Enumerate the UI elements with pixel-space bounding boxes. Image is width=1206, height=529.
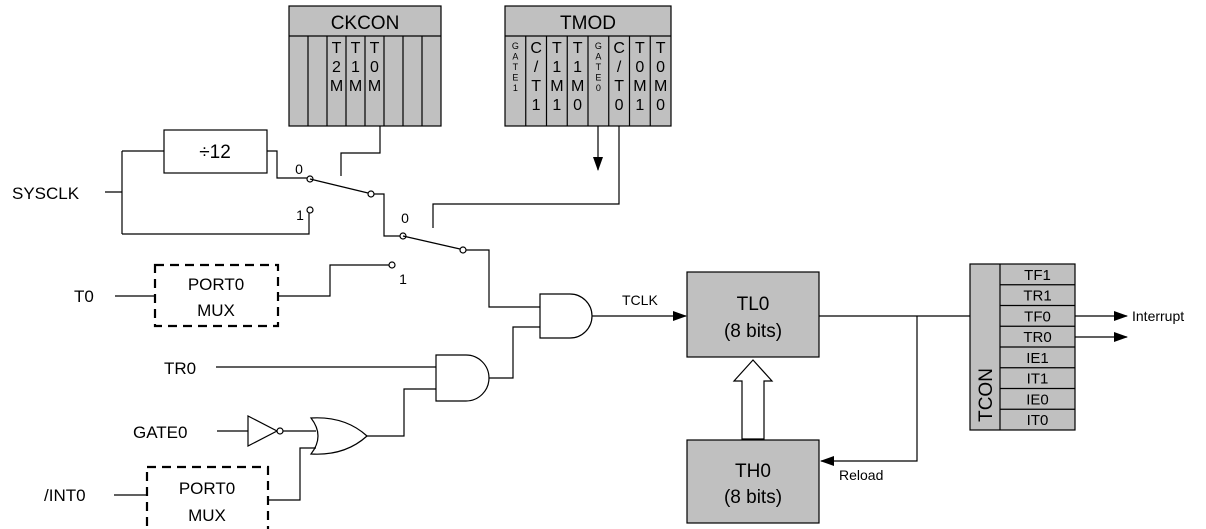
ckcon-bit-3-char-1: 1 (351, 59, 360, 76)
tmod-bit-0-char-0: G (512, 41, 519, 51)
ckcon-bit-2-char-1: 2 (332, 59, 341, 76)
tmod-bit-3-char-1: 1 (573, 59, 582, 76)
ckcon-bit-3-char-0: T (351, 40, 361, 57)
tmod-bit-4-char-4: 0 (596, 83, 601, 93)
tclk-label: TCLK (622, 292, 658, 308)
tmod-bit-3-char-2: M (571, 78, 584, 95)
tmod-bit-7-char-3: 0 (656, 97, 665, 114)
port0-mux-int0: PORT0 MUX (145, 465, 270, 529)
tr0-label: TR0 (164, 359, 196, 378)
tmod-bit-4-char-2: T (596, 62, 602, 72)
tmod-bit-4-char-3: E (595, 73, 601, 83)
tmod-bit-6-char-0: T (635, 40, 645, 57)
th0-line1: TH0 (735, 461, 771, 482)
tmod-bit-5-char-2: T (614, 78, 624, 95)
tcon-title: TCON (976, 368, 997, 422)
and-gate-tr0 (435, 354, 490, 402)
tmod-bit-3-char-0: T (573, 40, 583, 57)
ckcon-bit-4-char-1: 0 (370, 59, 379, 76)
control-wires (340, 126, 620, 228)
tmod-bit-6-char-3: 1 (635, 97, 644, 114)
tmod-bit-2-char-1: 1 (552, 59, 561, 76)
t0-label: T0 (74, 287, 94, 306)
mux-t0-line2: MUX (197, 301, 235, 320)
tmod-bit-1-char-0: C (530, 40, 542, 57)
switch2-zero-label: 0 (401, 210, 409, 226)
tcon-bit-tr1: TR1 (1023, 288, 1051, 305)
port0-mux-t0: PORT0 MUX (153, 263, 280, 328)
switch1-one-label: 1 (296, 207, 304, 223)
switch1-zero-label: 0 (295, 161, 303, 177)
clock-select-switch-1: 0 1 (295, 161, 400, 237)
tmod-bit-3-char-3: 0 (573, 97, 582, 114)
ckcon-bit-3-char-2: M (349, 78, 362, 95)
ckcon-title: CKCON (331, 13, 400, 34)
interrupt-label: Interrupt (1132, 308, 1184, 324)
tmod-bit-7-char-0: T (656, 40, 666, 57)
mux-int0-line2: MUX (188, 506, 226, 525)
clock-select-switch-2: 0 1 (388, 210, 540, 308)
divide-by-12-block: ÷12 (163, 129, 268, 174)
th0-line2: (8 bits) (724, 487, 782, 508)
or-gate-int0 (309, 417, 368, 455)
sysclk-wires (105, 150, 310, 235)
ckcon-bit-2-char-2: M (330, 78, 343, 95)
tmod-bit-0-char-4: 1 (513, 83, 518, 93)
tmod-bit-2-char-3: 1 (552, 97, 561, 114)
tcon-bit-ie1: IE1 (1026, 350, 1049, 367)
mux-int0-line1: PORT0 (179, 479, 235, 498)
tmod-bit-1-char-3: 1 (532, 97, 541, 114)
tcon-bit-tf0: TF0 (1024, 308, 1051, 325)
and-gate-tclk (539, 293, 593, 339)
tcon-bit-ie0: IE0 (1026, 391, 1049, 408)
tmod-bit-0-char-1: A (512, 52, 518, 62)
tl0-line1: TL0 (737, 294, 770, 315)
switch2-one-label: 1 (399, 271, 407, 287)
ckcon-bit-2-char-0: T (332, 40, 342, 57)
tmod-bit-5-char-3: 0 (615, 97, 624, 114)
tcon-bit-it0: IT0 (1027, 412, 1049, 429)
tmod-bit-4-char-0: G (595, 41, 602, 51)
tcon-bit-it1: IT1 (1027, 371, 1049, 388)
mux-t0-line1: PORT0 (188, 275, 244, 294)
tmod-bit-1-char-2: T (531, 78, 541, 95)
tmod-bit-6-char-2: M (633, 78, 646, 95)
gate0-label: GATE0 (133, 423, 187, 442)
tl0-line2: (8 bits) (724, 321, 782, 342)
th0-register: TH0 (8 bits) (686, 439, 820, 524)
ckcon-bit-4-char-2: M (368, 78, 381, 95)
reload-hollow-arrow (732, 359, 774, 440)
tmod-bit-4-char-1: A (595, 52, 601, 62)
tmod-bit-2-char-0: T (552, 40, 562, 57)
tmod-bit-0-char-2: T (513, 62, 519, 72)
tmod-bit-5-char-0: C (613, 40, 625, 57)
tmod-bit-5-char-1: / (617, 59, 622, 76)
tmod-bit-7-char-2: M (654, 78, 667, 95)
tcon-bit-tf1: TF1 (1024, 267, 1051, 284)
tmod-bit-6-char-1: 0 (635, 59, 644, 76)
divider-label: ÷12 (199, 142, 231, 163)
int0-label: /INT0 (44, 486, 86, 505)
reload-label: Reload (839, 467, 883, 483)
tmod-bit-2-char-2: M (550, 78, 563, 95)
sysclk-label: SYSCLK (12, 184, 80, 203)
tmod-bit-1-char-1: / (534, 59, 539, 76)
tmod-bit-7-char-1: 0 (656, 59, 665, 76)
not-gate-gate0 (247, 415, 284, 447)
tcon-bit-tr0: TR0 (1023, 329, 1051, 346)
ckcon-bit-4-char-0: T (370, 40, 380, 57)
tmod-bit-0-char-3: E (512, 73, 518, 83)
tl0-register: TL0 (8 bits) (686, 271, 820, 358)
tmod-title: TMOD (560, 13, 616, 34)
